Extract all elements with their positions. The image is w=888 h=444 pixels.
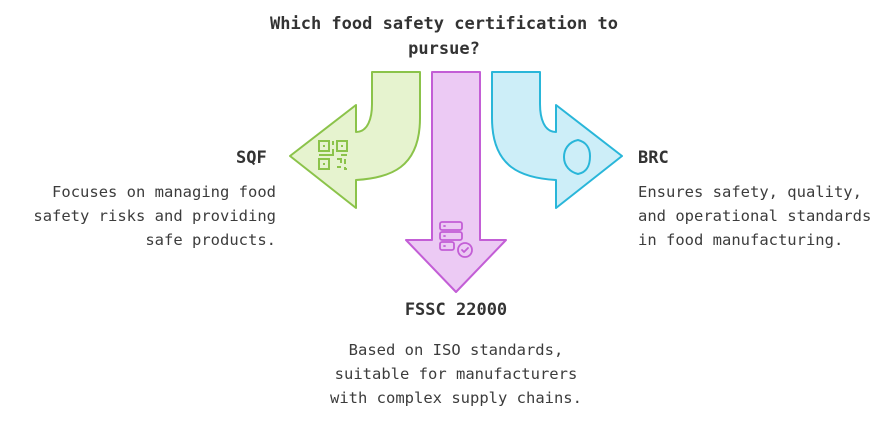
brc-arrow: [491, 71, 623, 209]
sqf-description: Focuses on managing food safety risks an…: [33, 183, 276, 249]
diagram-title: Which food safety certification to pursu…: [270, 14, 618, 59]
sqf-arrow: [289, 71, 421, 209]
fssc-arrow: [405, 71, 507, 293]
shield-circle-icon: [562, 138, 592, 176]
brc-description: Ensures safety, quality, and operational…: [638, 183, 872, 249]
qr-code-icon: [318, 140, 348, 170]
fssc-label: FSSC 22000: [404, 300, 508, 320]
sqf-label: SQF: [236, 148, 267, 168]
fssc-description: Based on ISO standards, suitable for man…: [330, 341, 582, 407]
brc-label: BRC: [638, 148, 669, 168]
server-check-icon: [439, 221, 473, 258]
